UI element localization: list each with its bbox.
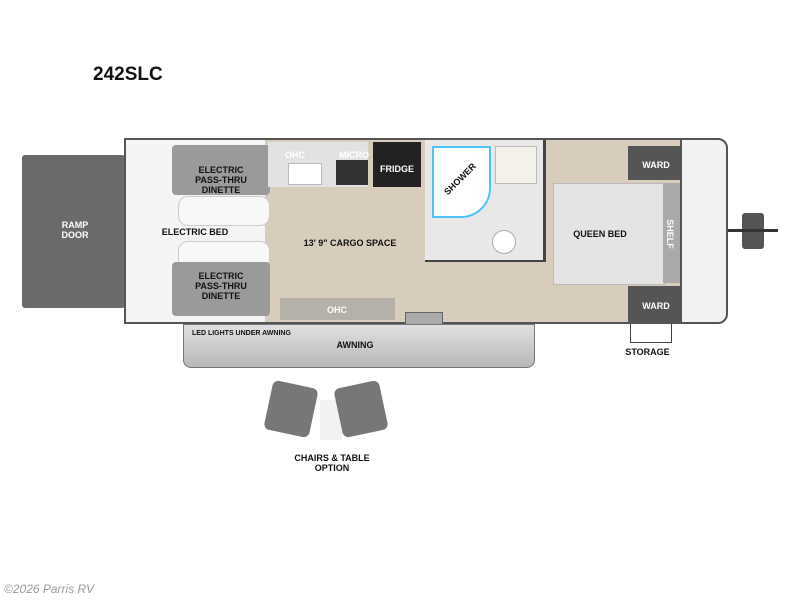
bath-sink bbox=[495, 146, 537, 184]
storage-hatch bbox=[630, 324, 672, 343]
fridge bbox=[373, 142, 421, 187]
awning-label: AWNING bbox=[336, 340, 374, 350]
model-title: 242SLC bbox=[93, 64, 163, 85]
ramp-door bbox=[22, 155, 125, 308]
stove bbox=[336, 160, 368, 185]
ramp-door-label: RAMP DOOR bbox=[61, 220, 89, 240]
queen-bed-label: QUEEN BED bbox=[573, 229, 627, 239]
ward-bottom bbox=[628, 286, 680, 322]
led-lights-label: LED LIGHTS UNDER AWNING bbox=[192, 330, 291, 337]
dinette-top-label: ELECTRIC PASS-THRU DINETTE bbox=[195, 165, 247, 195]
fridge-label: FRIDGE bbox=[379, 164, 414, 174]
watermark: ©2026 Parris RV bbox=[4, 582, 94, 596]
chairs-label: CHAIRS & TABLE OPTION bbox=[294, 453, 370, 473]
shower bbox=[432, 146, 491, 218]
cargo-space-label: 13' 9" CARGO SPACE bbox=[303, 238, 397, 248]
toilet bbox=[492, 230, 516, 254]
awning bbox=[183, 324, 535, 368]
chair-left bbox=[263, 379, 319, 439]
hitch-tongue bbox=[728, 229, 778, 232]
electric-bed-label: ELECTRIC BED bbox=[161, 227, 229, 237]
dinette-bottom bbox=[172, 262, 270, 316]
shelf-label: SHELF bbox=[665, 219, 675, 249]
ward-bottom-label: WARD bbox=[642, 301, 670, 311]
dinette-top bbox=[172, 145, 270, 195]
ward-top-label: WARD bbox=[642, 160, 670, 170]
bed-cushion-top bbox=[178, 196, 270, 226]
ohc-bottom-label: OHC bbox=[327, 305, 347, 315]
sink bbox=[288, 163, 322, 185]
dinette-bottom-label: ELECTRIC PASS-THRU DINETTE bbox=[195, 271, 247, 301]
storage-label: STORAGE bbox=[625, 347, 670, 357]
shelf bbox=[663, 183, 680, 283]
chair-right bbox=[333, 379, 389, 439]
micro-label: MICRO bbox=[339, 150, 369, 160]
ohc-bottom bbox=[280, 298, 395, 320]
front-cap bbox=[680, 138, 728, 324]
ward-top bbox=[628, 146, 680, 180]
table bbox=[320, 400, 342, 440]
ohc-top-label: OHC bbox=[285, 150, 305, 160]
